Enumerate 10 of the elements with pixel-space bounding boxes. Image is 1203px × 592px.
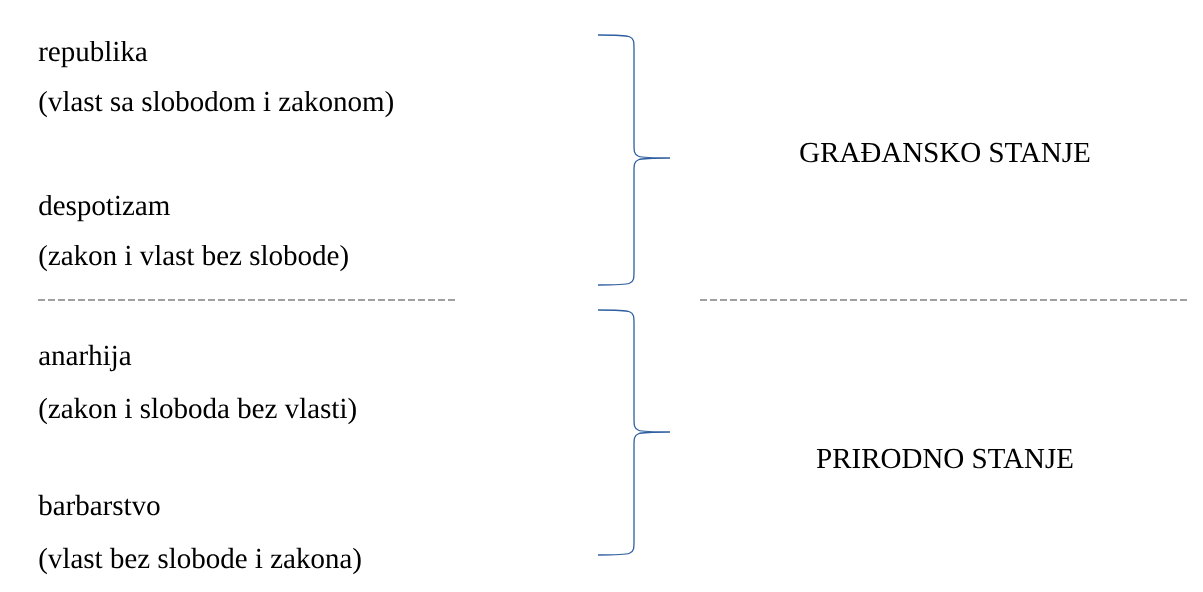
- text-label: anarhija: [39, 344, 132, 372]
- text-label: PRIRODNO STANJE: [816, 448, 1073, 469]
- text-label: (zakon i sloboda bez vlasti): [39, 397, 356, 425]
- text-label: republika: [38, 40, 148, 68]
- text-label: despotizam: [39, 194, 170, 222]
- text-label: (vlast sa slobodom i zakonom): [39, 90, 393, 118]
- text-label: GRAĐANSKO STANJE: [800, 142, 1090, 163]
- text-label: barbarstvo: [38, 494, 160, 516]
- text-label: (zakon i vlast bez slobode): [39, 244, 348, 272]
- text-label: (vlast bez slobode i zakona): [39, 547, 361, 575]
